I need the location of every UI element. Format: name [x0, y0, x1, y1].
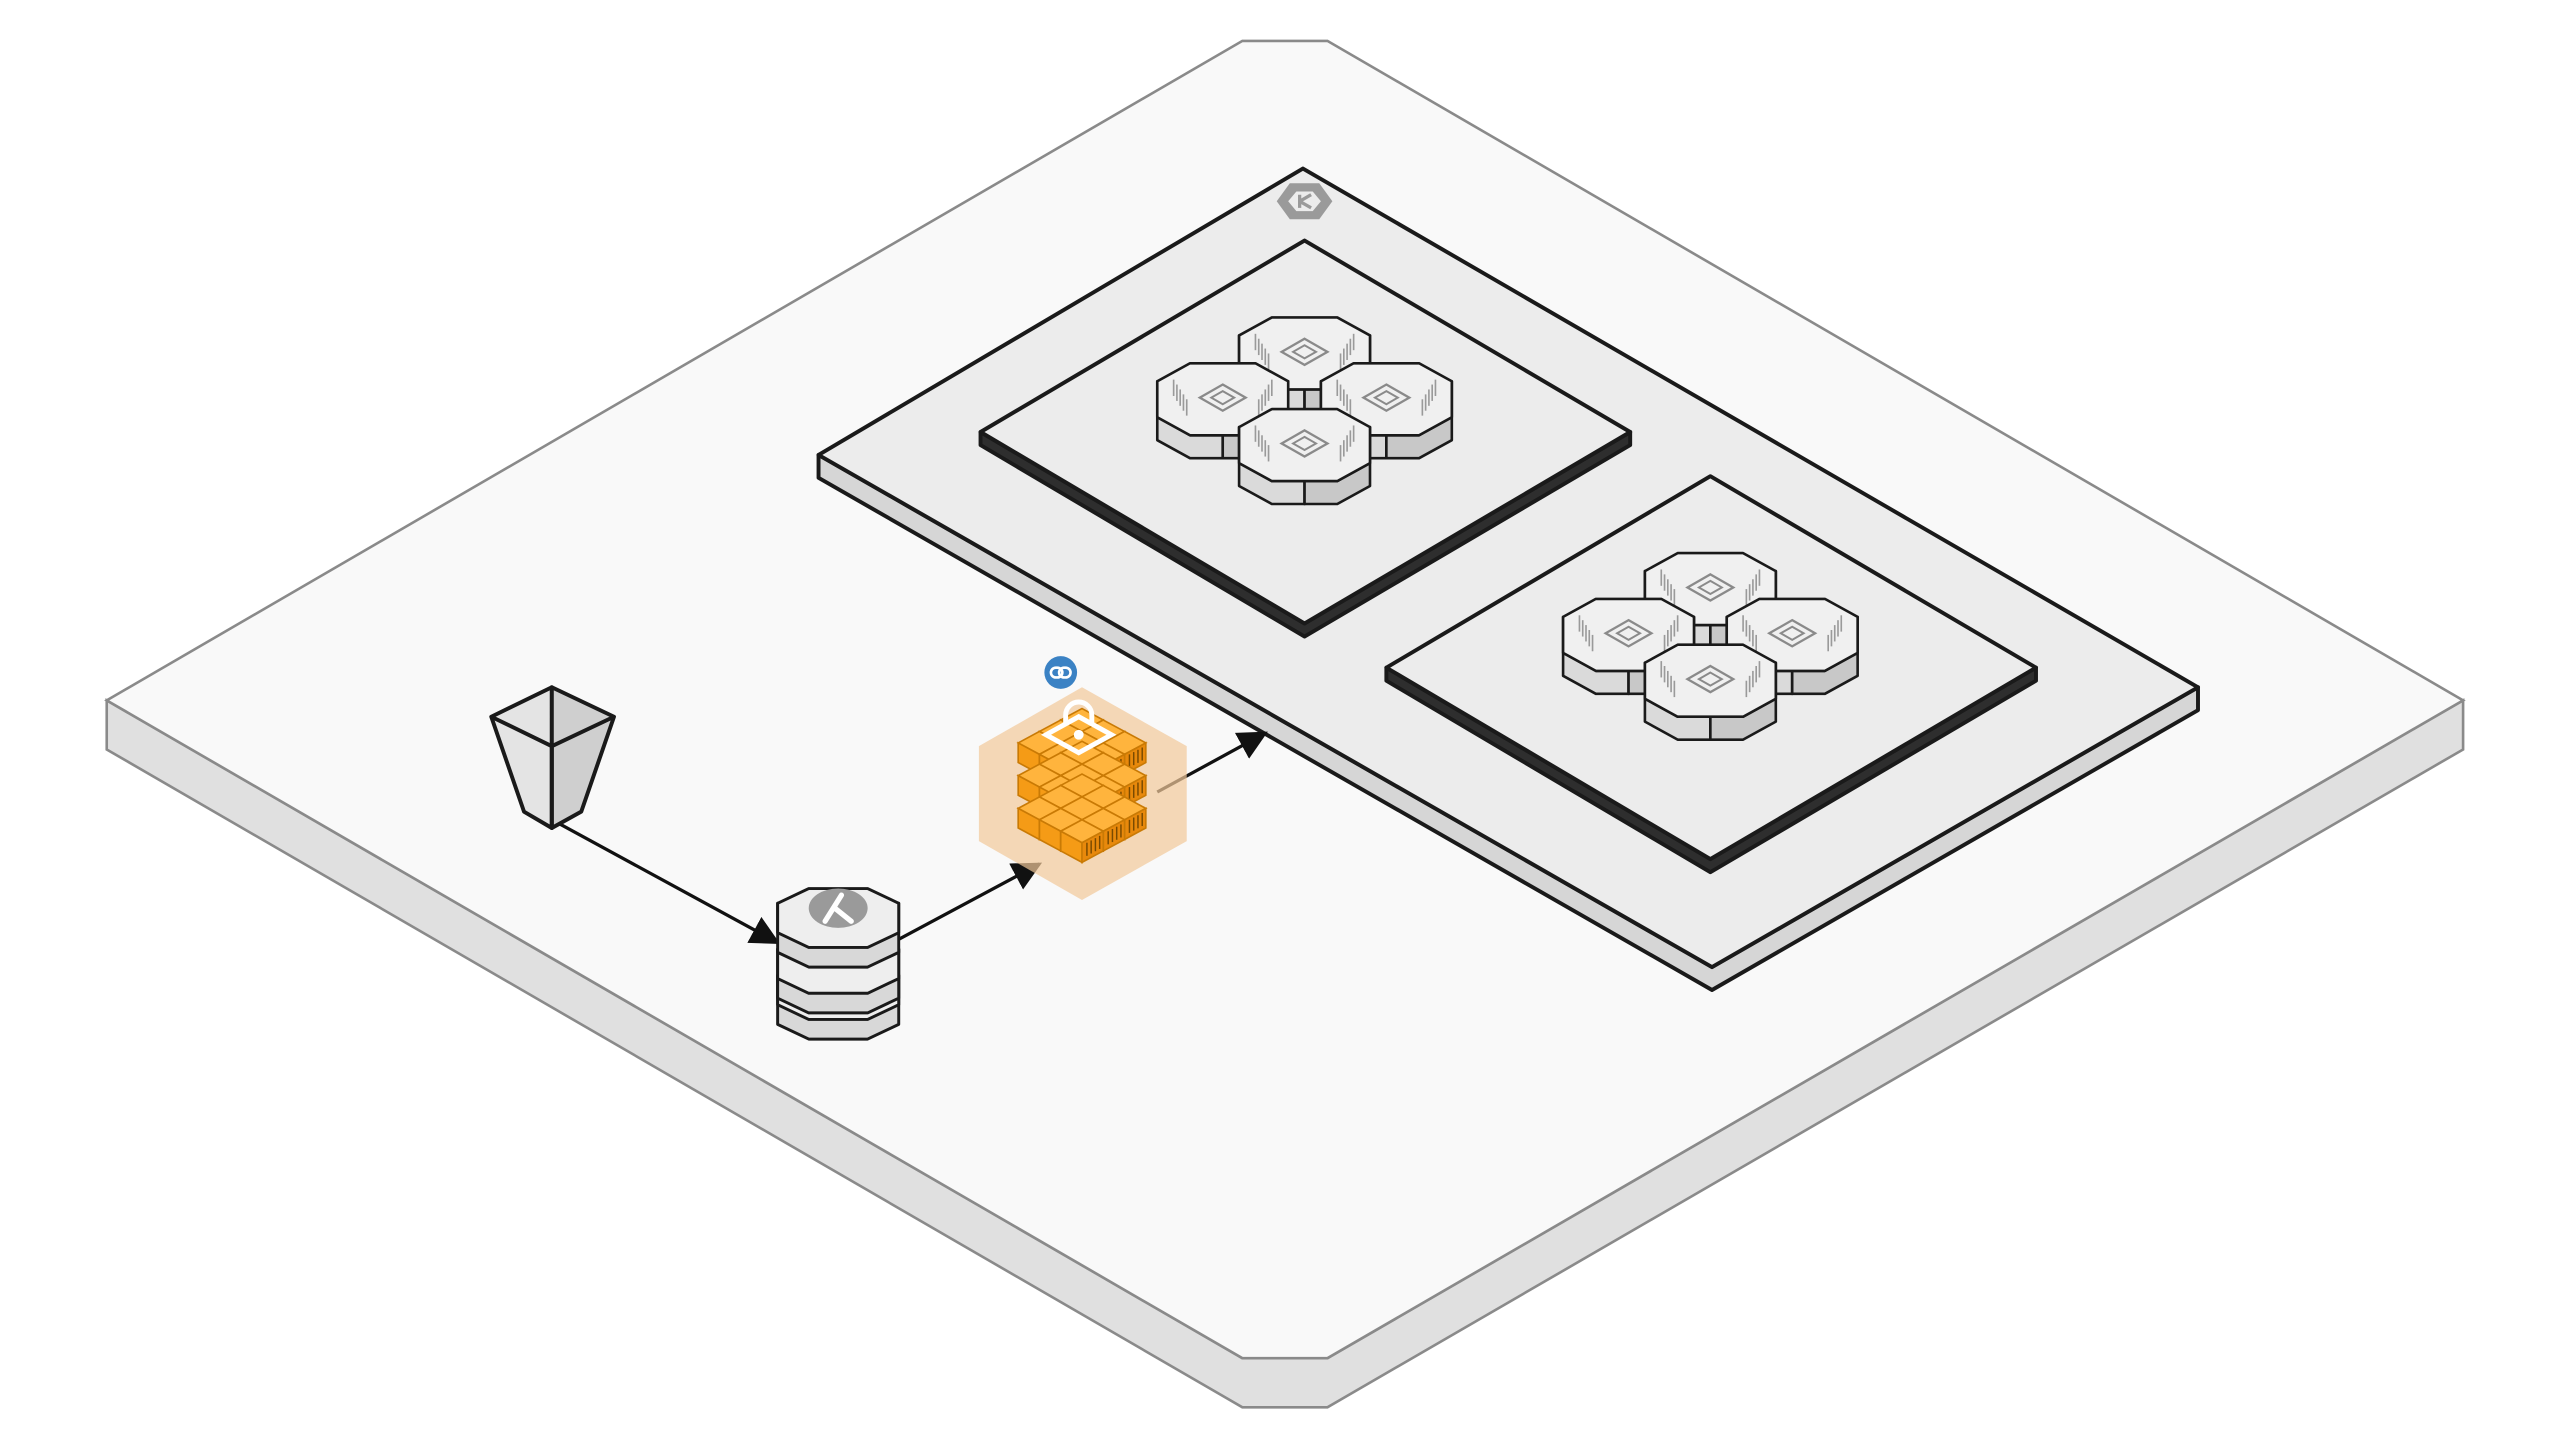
s3-bucket-icon[interactable]	[489, 685, 616, 830]
padlock-icon	[1040, 699, 1117, 756]
cpu-chip-icon	[1254, 425, 1355, 462]
cpu-chip-icon	[1742, 615, 1843, 652]
compute-node[interactable]	[1643, 643, 1778, 741]
cpu-chip-icon	[1578, 615, 1679, 652]
container-block	[1059, 818, 1105, 864]
cpu-chip-icon	[1254, 333, 1355, 370]
cpu-chip-icon	[1336, 379, 1437, 416]
cpu-chip-icon	[1660, 661, 1761, 698]
cpu-chip-icon	[1660, 569, 1761, 606]
lambda-symbol	[808, 888, 868, 928]
node-top	[1643, 643, 1778, 719]
cpu-chip-icon	[1172, 379, 1273, 416]
node-group-1[interactable]	[978, 238, 1633, 639]
arrow-bucket-to-function[interactable]	[554, 820, 781, 944]
node-top	[1237, 407, 1372, 483]
container-registry-icon[interactable]	[978, 656, 1187, 900]
compute-node[interactable]	[1237, 407, 1372, 506]
link-icon[interactable]	[1044, 656, 1078, 689]
lambda-icon[interactable]	[776, 887, 901, 1041]
kubernetes-icon	[1276, 183, 1333, 220]
node-group-2[interactable]	[1384, 474, 2038, 875]
arrow-function-to-registry[interactable]	[897, 862, 1043, 941]
